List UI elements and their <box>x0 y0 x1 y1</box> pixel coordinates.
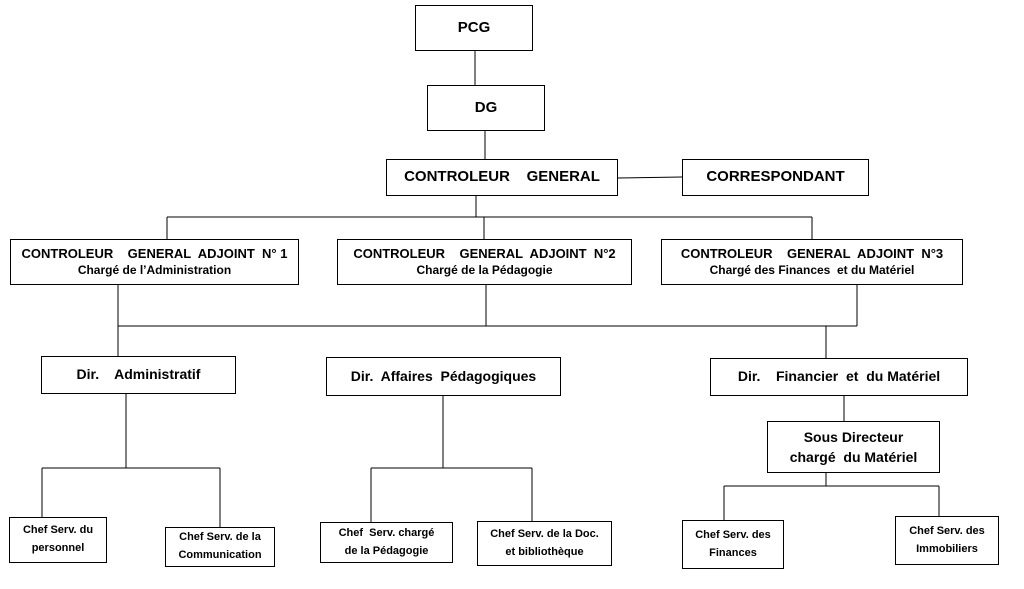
node-controleur-adjoint-2-subtitle: Chargé de la Pédagogie <box>416 262 553 277</box>
node-chef-serv-immobiliers: Chef Serv. des Immobiliers <box>895 516 999 565</box>
node-chef-serv-personnel-line2: personnel <box>31 542 85 554</box>
node-dir-affaires-pedagogiques-label: Dir. Affaires Pédagogiques <box>350 367 537 384</box>
node-chef-serv-documentation-line2: et bibliothèque <box>505 545 584 558</box>
node-controleur-adjoint-3: CONTROLEUR GENERAL ADJOINT N°3 Chargé de… <box>661 239 963 285</box>
node-dg: DG <box>427 85 545 131</box>
node-controleur-general: CONTROLEUR GENERAL <box>386 159 618 196</box>
node-controleur-adjoint-3-title: CONTROLEUR GENERAL ADJOINT N°3 <box>680 246 944 262</box>
node-sous-directeur-line1: Sous Directeur <box>803 428 904 445</box>
node-sous-directeur: Sous Directeur chargé du Matériel <box>767 421 940 473</box>
node-controleur-adjoint-2: CONTROLEUR GENERAL ADJOINT N°2 Chargé de… <box>337 239 632 285</box>
node-controleur-general-label: CONTROLEUR GENERAL <box>404 168 600 186</box>
node-pcg: PCG <box>415 5 533 51</box>
node-chef-serv-communication-line2: Communication <box>178 549 262 561</box>
node-pcg-label: PCG <box>457 18 491 36</box>
node-chef-serv-finances-line2: Finances <box>709 546 757 559</box>
node-controleur-adjoint-3-subtitle: Chargé des Finances et du Matériel <box>709 262 915 277</box>
node-chef-serv-pedagogie-line1: Chef Serv. chargé <box>338 526 435 539</box>
node-dir-financier: Dir. Financier et du Matériel <box>710 358 968 396</box>
node-dir-administratif: Dir. Administratif <box>41 356 236 394</box>
connector-cg-corr <box>617 176 683 179</box>
node-correspondant-label: CORRESPONDANT <box>706 168 845 186</box>
node-controleur-adjoint-2-title: CONTROLEUR GENERAL ADJOINT N°2 <box>353 246 616 262</box>
node-chef-serv-documentation-line1: Chef Serv. de la Doc. <box>490 527 599 540</box>
node-chef-serv-personnel: Chef Serv. du personnel <box>9 517 107 563</box>
node-chef-serv-finances: Chef Serv. des Finances <box>682 520 784 569</box>
node-dg-label: DG <box>474 98 498 116</box>
node-chef-serv-documentation: Chef Serv. de la Doc. et bibliothèque <box>477 521 612 566</box>
node-dir-financier-label: Dir. Financier et du Matériel <box>737 368 941 385</box>
node-correspondant: CORRESPONDANT <box>682 159 869 196</box>
node-controleur-adjoint-1: CONTROLEUR GENERAL ADJOINT N° 1 Chargé d… <box>10 239 299 285</box>
node-chef-serv-pedagogie-line2: de la Pédagogie <box>344 544 429 557</box>
node-chef-serv-communication-line1: Chef Serv. de la <box>179 531 261 544</box>
node-chef-serv-immobiliers-line1: Chef Serv. des <box>909 524 985 537</box>
node-dir-affaires-pedagogiques: Dir. Affaires Pédagogiques <box>326 357 561 396</box>
node-chef-serv-immobiliers-line2: Immobiliers <box>916 542 978 555</box>
node-chef-serv-finances-line1: Chef Serv. des <box>695 528 771 541</box>
node-chef-serv-pedagogie: Chef Serv. chargé de la Pédagogie <box>320 522 453 563</box>
node-dir-administratif-label: Dir. Administratif <box>76 366 201 383</box>
node-chef-serv-communication: Chef Serv. de la Communication <box>165 527 275 567</box>
node-controleur-adjoint-1-subtitle: Chargé de l’Administration <box>77 262 232 277</box>
node-sous-directeur-line2: chargé du Matériel <box>789 449 918 465</box>
node-controleur-adjoint-1-title: CONTROLEUR GENERAL ADJOINT N° 1 <box>21 246 288 262</box>
node-chef-serv-personnel-line1: Chef Serv. du <box>22 524 94 537</box>
